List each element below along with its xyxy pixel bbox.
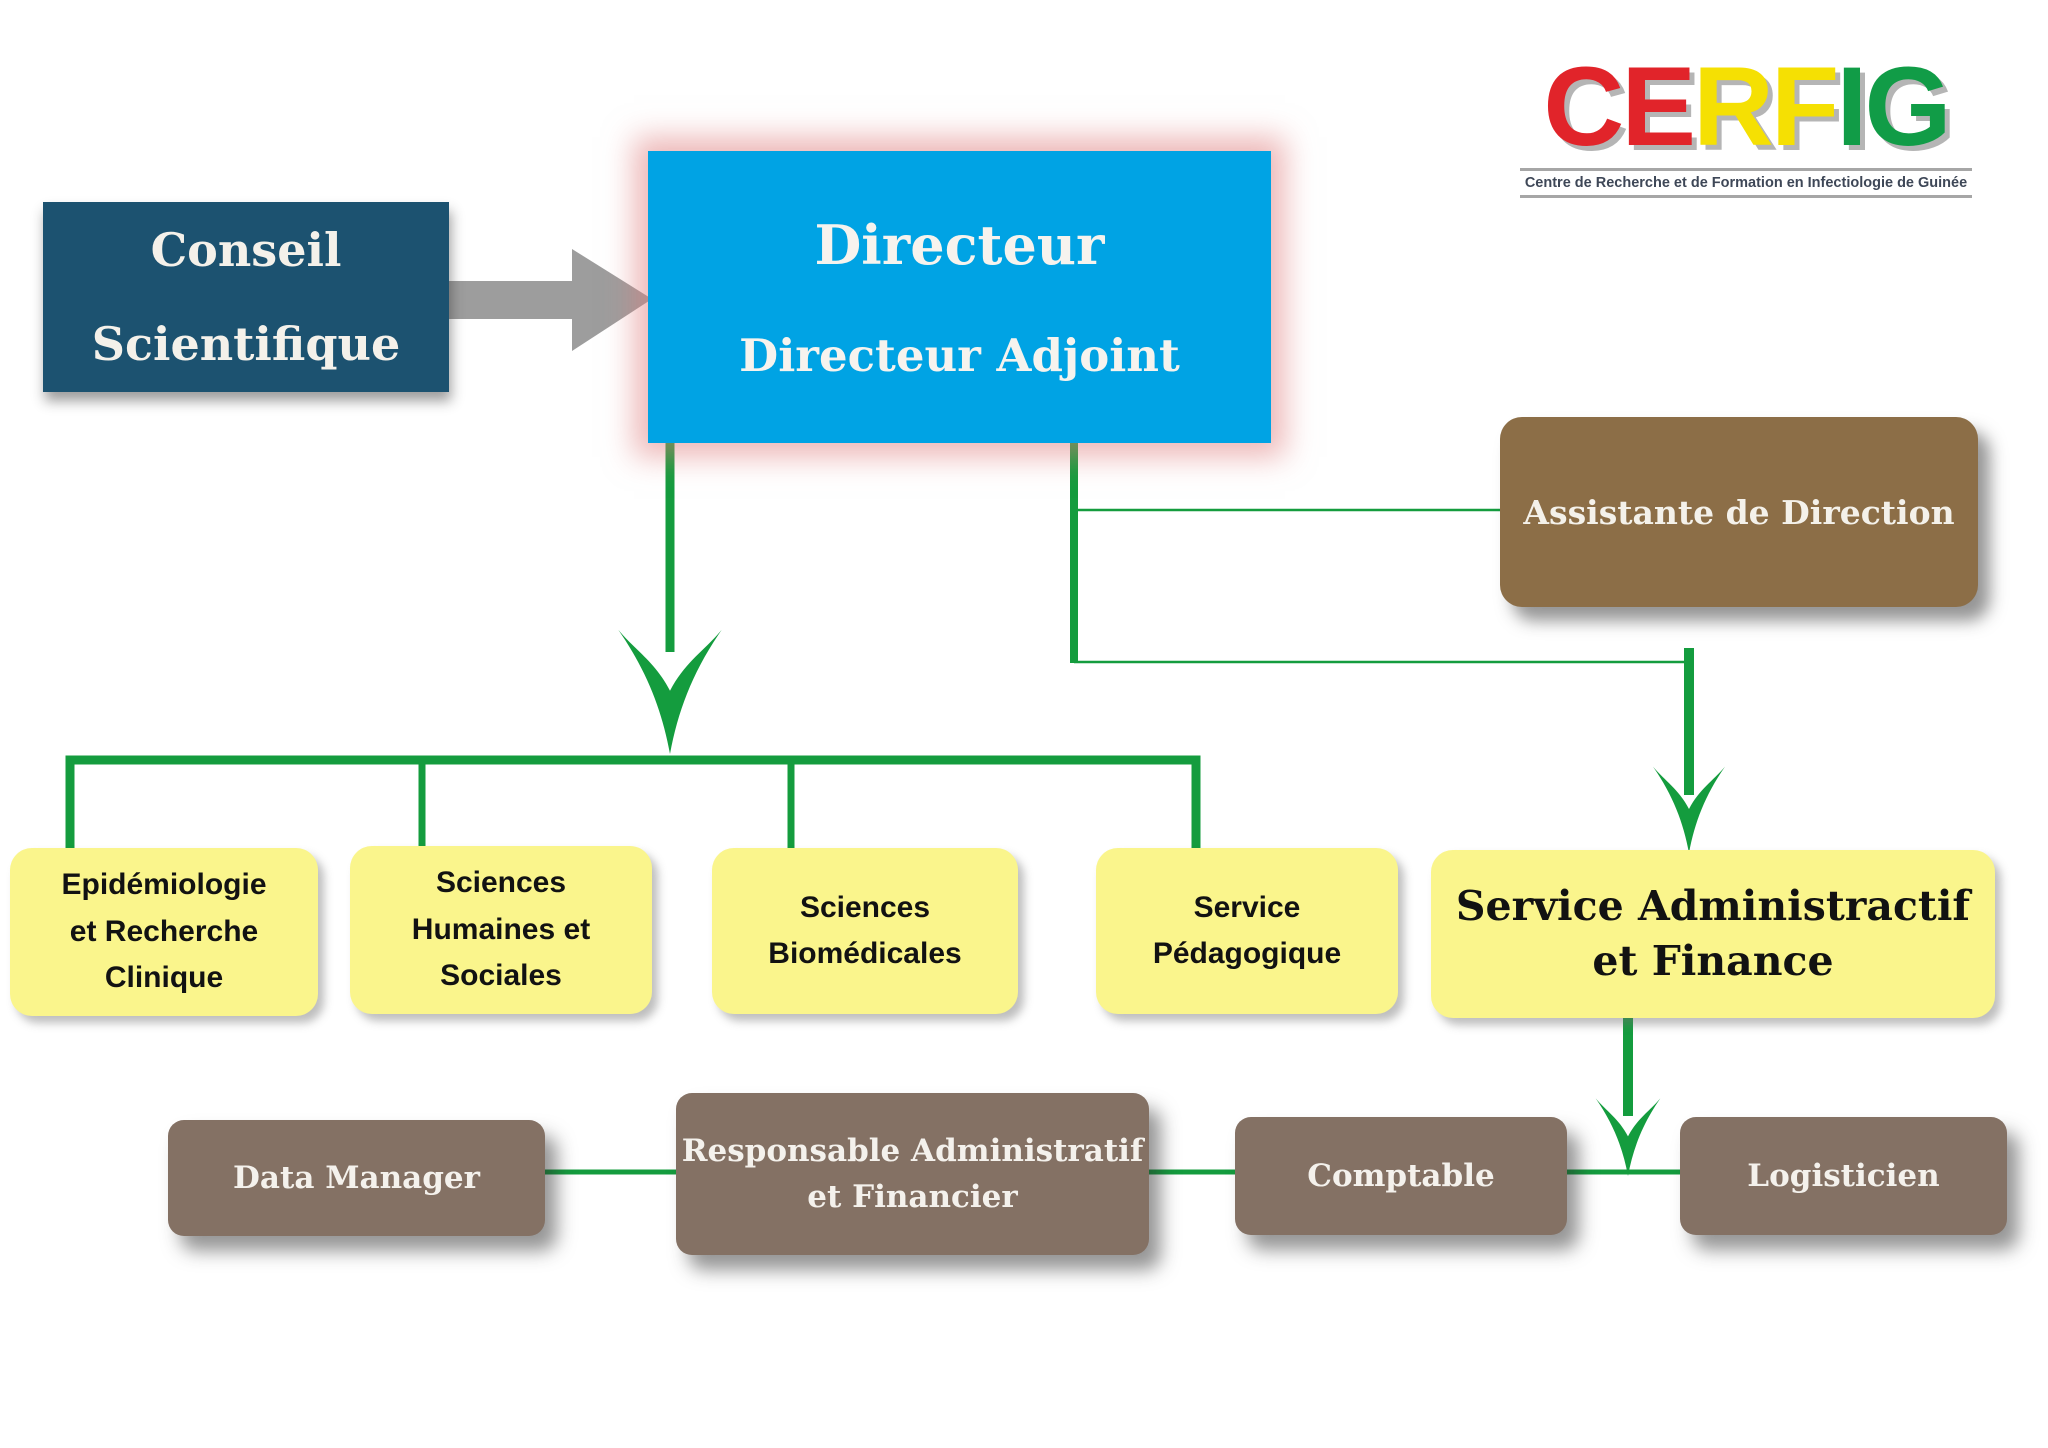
directeur-box: Directeur Directeur Adjoint — [648, 151, 1271, 443]
dept-sciences-humaines-box: Sciences Humaines et Sociales — [350, 846, 652, 1014]
dept-sciences-biomedicales-box: Sciences Biomédicales — [712, 848, 1018, 1014]
cerfig-logo: CERFIG Centre de Recherche et de Formati… — [1520, 48, 1972, 198]
staff-data-manager-box: Data Manager — [168, 1120, 545, 1236]
staff-data-manager-label: Data Manager — [233, 1159, 480, 1196]
conseil-scientifique-box: Conseil Scientifique — [43, 202, 449, 392]
logo-letter-c: C — [1543, 44, 1624, 169]
directeur-adjoint-subtitle: Directeur Adjoint — [739, 328, 1180, 382]
right-arrow-icon — [449, 249, 652, 351]
staff-logisticien-label: Logisticien — [1747, 1157, 1940, 1194]
logo-letter-e: E — [1621, 44, 1696, 169]
dept-sciences-biomedicales-label: Sciences Biomédicales — [768, 890, 962, 971]
dept-service-pedagogique-label: Service Pédagogique — [1152, 890, 1342, 971]
directeur-title: Directeur — [814, 212, 1105, 277]
logo-letter-r: R — [1693, 44, 1774, 169]
dept-epidemiologie-box: Epidémiologie et Recherche Clinique — [10, 848, 318, 1016]
conseil-scientifique-label: Conseil Scientifique — [91, 222, 401, 371]
staff-responsable-admin-box: Responsable Administratif et Financier — [676, 1093, 1149, 1255]
staff-logisticien-box: Logisticien — [1680, 1117, 2007, 1235]
cerfig-logo-letters: CERFIG — [1543, 48, 1951, 166]
dept-service-pedagogique-box: Service Pédagogique — [1096, 848, 1398, 1014]
dept-sciences-humaines-label: Sciences Humaines et Sociales — [411, 866, 591, 993]
staff-comptable-box: Comptable — [1235, 1117, 1567, 1235]
dept-service-admin-finance-box: Service Administractif et Finance — [1431, 850, 1995, 1018]
logo-letter-g: G — [1864, 44, 1951, 169]
logo-letter-i: I — [1836, 44, 1867, 169]
assistante-direction-box: Assistante de Direction — [1500, 417, 1978, 607]
cerfig-logo-tagline: Centre de Recherche et de Formation en I… — [1520, 167, 1972, 198]
logo-letter-f: F — [1770, 44, 1839, 169]
staff-responsable-admin-label: Responsable Administratif et Financier — [681, 1132, 1144, 1216]
dept-service-admin-finance-label: Service Administractif et Finance — [1455, 881, 1971, 985]
staff-comptable-label: Comptable — [1307, 1157, 1495, 1194]
assistante-direction-label: Assistante de Direction — [1523, 492, 1955, 532]
dept-epidemiologie-label: Epidémiologie et Recherche Clinique — [61, 868, 267, 995]
